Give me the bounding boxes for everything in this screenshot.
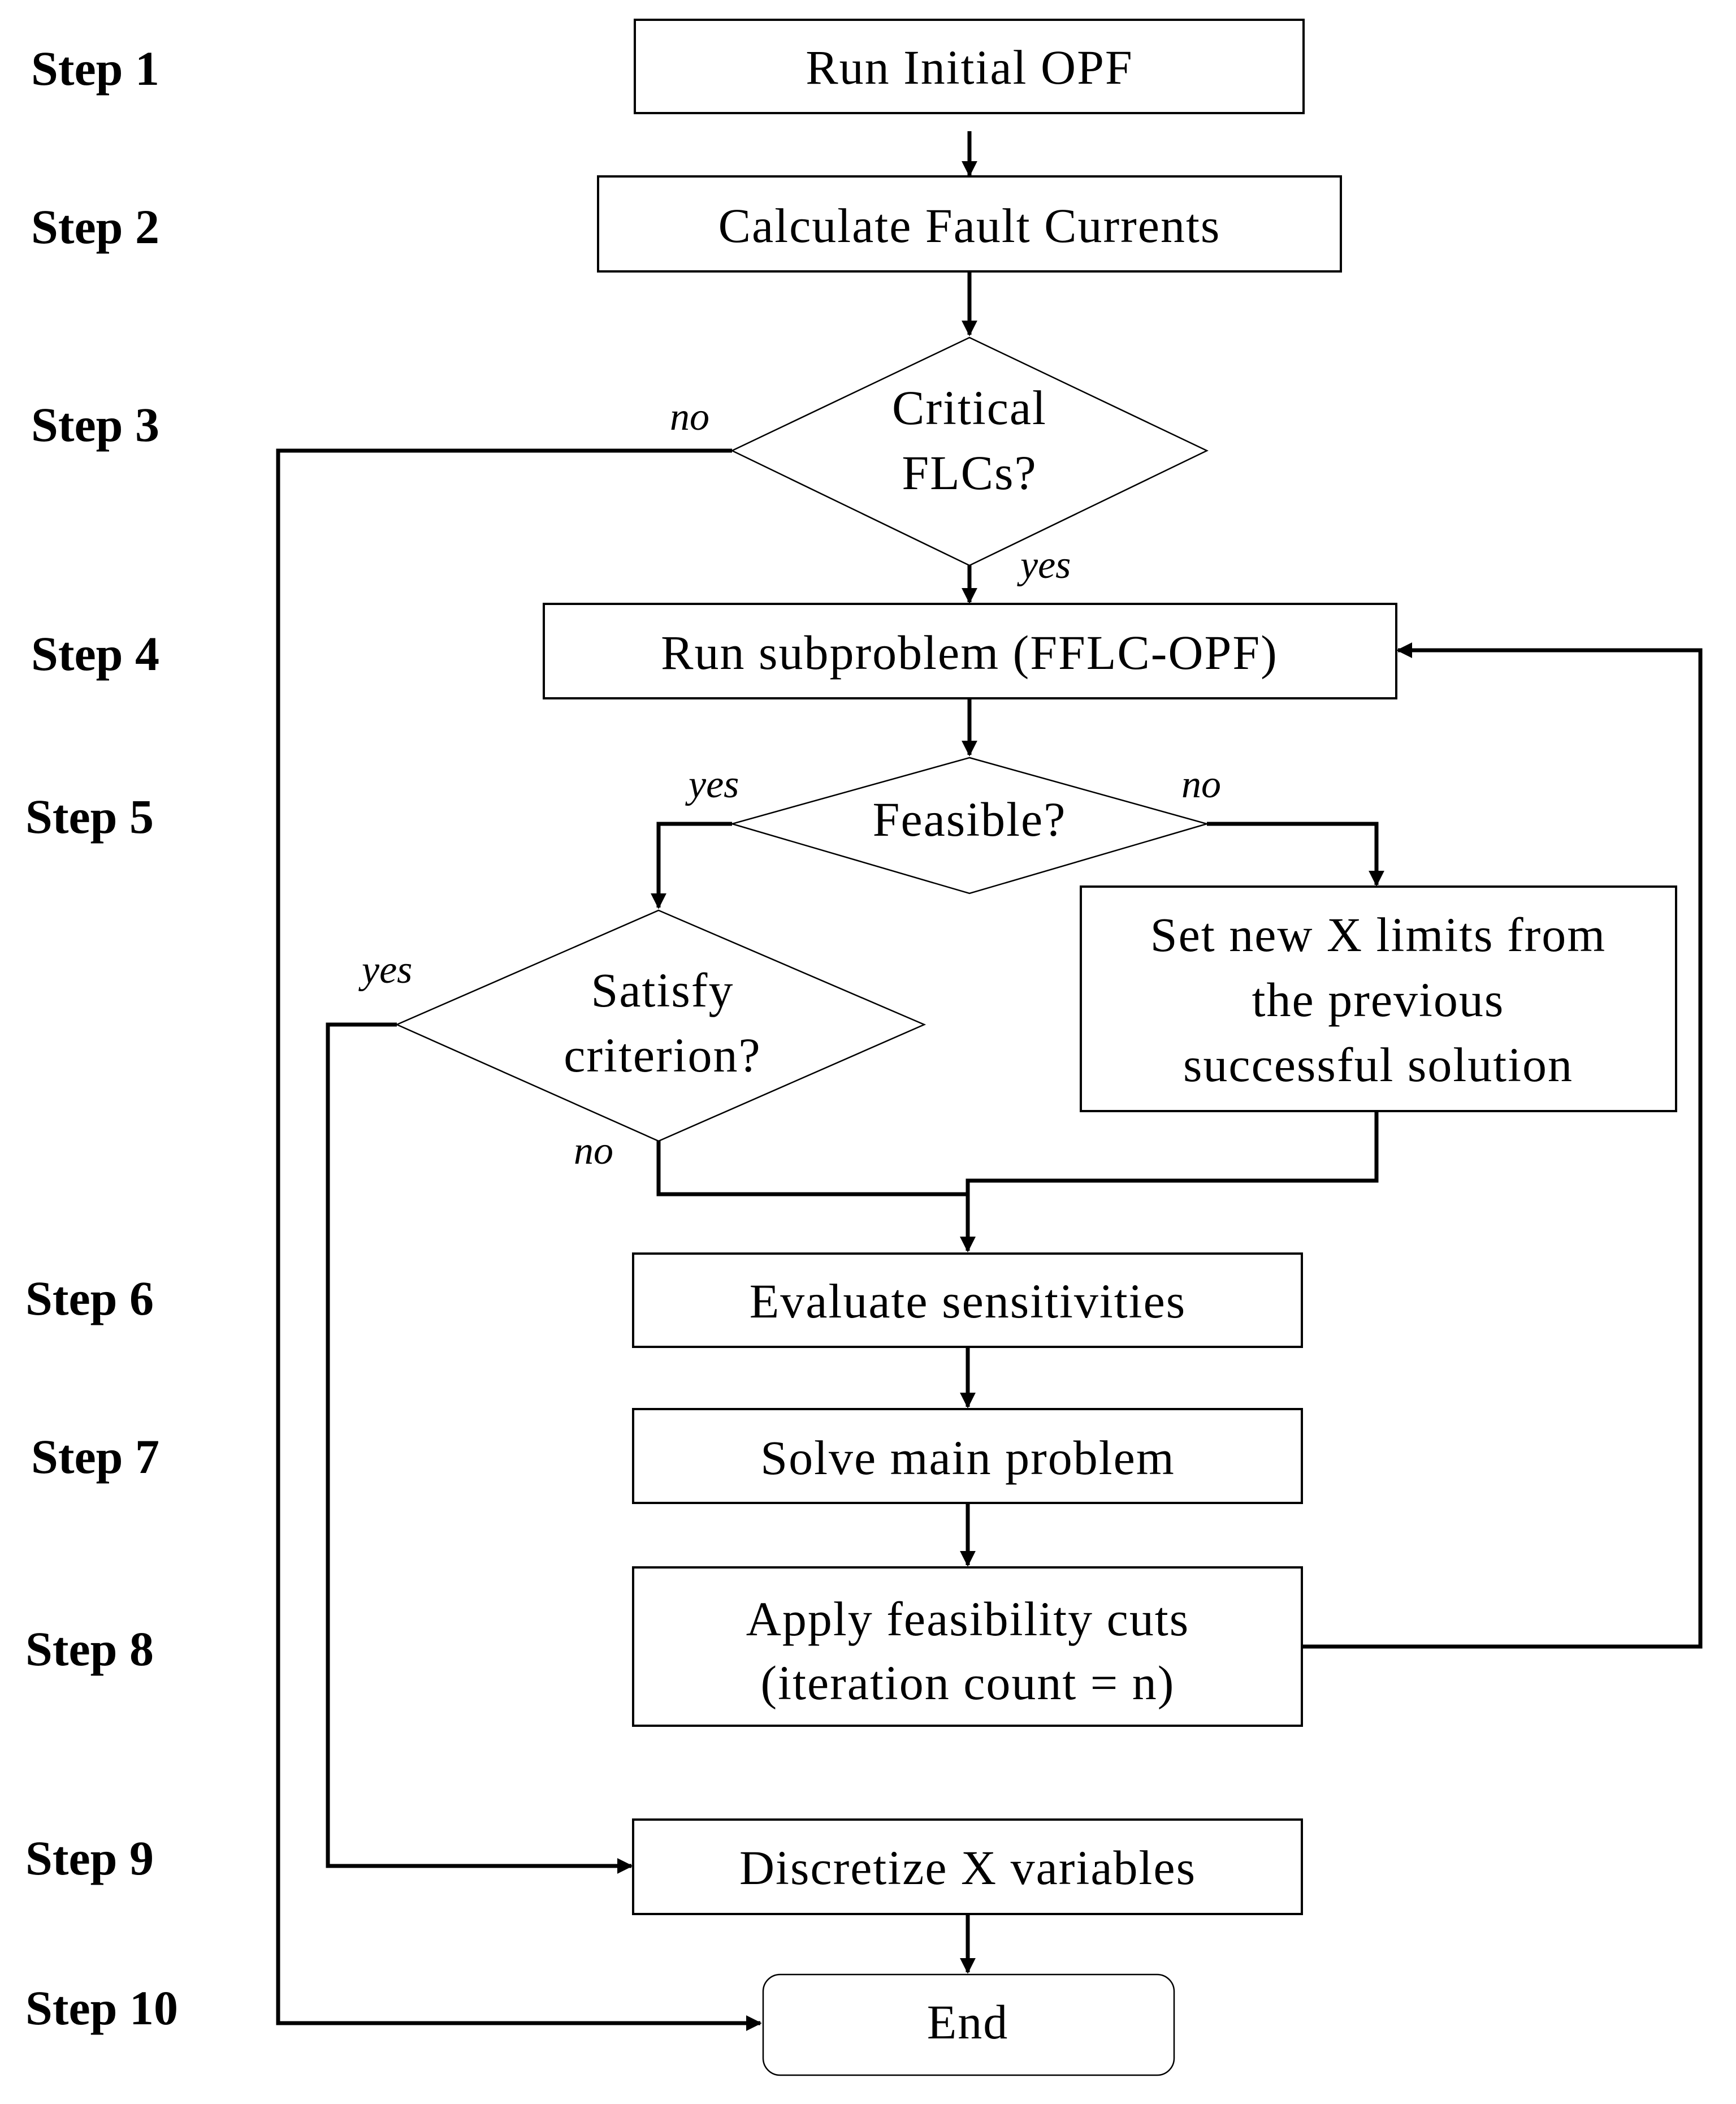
node-end: End	[762, 1973, 1175, 2076]
step-label-8: Step 8	[25, 1622, 154, 1676]
critical-yes-label: yes	[1017, 543, 1071, 587]
satisfy-criterion-line-2: criterion?	[564, 1028, 761, 1082]
calculate-fault-currents-label: Calculate Fault Currents	[718, 198, 1221, 253]
node-evaluate-sensitivities: Evaluate sensitivities	[632, 1252, 1303, 1348]
set-new-limits-line-3: successful solution	[1183, 1038, 1573, 1092]
step-label-2: Step 2	[31, 200, 159, 254]
node-satisfy-criterion: Satisfy criterion?	[395, 909, 927, 1142]
discretize-x-label: Discretize X variables	[739, 1841, 1196, 1895]
node-feasible: Feasible?	[729, 757, 1210, 895]
arrow-critical-no-to-end	[276, 448, 762, 2031]
step-labels: Step 1 Step 2 Step 3 Step 4 Step 5 Step …	[25, 41, 178, 2035]
node-solve-main-problem: Solve main problem	[632, 1408, 1303, 1504]
critical-no-label: no	[670, 395, 709, 439]
apply-feasibility-cuts-line-1: Apply feasibility cuts	[746, 1592, 1189, 1646]
node-calculate-fault-currents: Calculate Fault Currents	[597, 175, 1342, 273]
feasible-yes-label: yes	[685, 763, 739, 806]
run-initial-opf-label: Run Initial OPF	[806, 40, 1133, 94]
step-label-9: Step 9	[25, 1831, 154, 1885]
step-label-1: Step 1	[31, 41, 159, 96]
end-label: End	[927, 1995, 1009, 2049]
node-apply-feasibility-cuts: Apply feasibility cuts (iteration count …	[632, 1566, 1303, 1727]
solve-main-problem-label: Solve main problem	[760, 1431, 1175, 1485]
branch-labels: no yes yes no yes no	[358, 395, 1221, 1173]
node-run-subproblem: Run subproblem (FFLC-OPF)	[543, 603, 1397, 699]
feasible-no-label: no	[1181, 763, 1221, 806]
step-label-4: Step 4	[31, 627, 159, 681]
run-subproblem-label: Run subproblem (FFLC-OPF)	[661, 625, 1278, 680]
arrow-criterion-no-to-evaluate	[656, 1141, 976, 1252]
evaluate-sensitivities-label: Evaluate sensitivities	[750, 1274, 1186, 1328]
arrow-cuts-loop-to-subproblem	[1301, 642, 1703, 1649]
set-new-limits-line-1: Set new X limits from	[1150, 908, 1606, 962]
node-critical-flcs: Critical FLCs?	[730, 336, 1209, 567]
arrow-setlimits-to-evaluate	[960, 1111, 1379, 1252]
criterion-yes-label: yes	[358, 948, 412, 992]
node-discretize-x: Discretize X variables	[632, 1818, 1303, 1915]
node-set-new-limits: Set new X limits from the previous succe…	[1080, 885, 1677, 1112]
step-label-6: Step 6	[25, 1271, 154, 1325]
satisfy-criterion-line-1: Satisfy	[591, 963, 734, 1017]
connectors	[276, 131, 1703, 2031]
arrow-feasible-yes-to-criterion	[651, 822, 732, 909]
apply-feasibility-cuts-line-2: (iteration count = n)	[761, 1656, 1175, 1710]
set-new-limits-line-2: the previous	[1252, 973, 1505, 1027]
step-label-7: Step 7	[31, 1429, 159, 1484]
step-label-5: Step 5	[25, 789, 154, 844]
arrow-criterion-yes-to-discretize	[326, 1022, 633, 1874]
step-label-10: Step 10	[25, 1981, 178, 2035]
critical-flcs-line-2: FLCs?	[902, 446, 1037, 500]
arrow-feasible-no-to-setlimits	[1207, 822, 1384, 887]
step-label-3: Step 3	[31, 398, 159, 452]
critical-flcs-line-1: Critical	[892, 381, 1047, 435]
node-run-initial-opf: Run Initial OPF	[634, 19, 1305, 114]
feasible-label: Feasible?	[873, 792, 1067, 846]
criterion-no-label: no	[574, 1129, 613, 1173]
